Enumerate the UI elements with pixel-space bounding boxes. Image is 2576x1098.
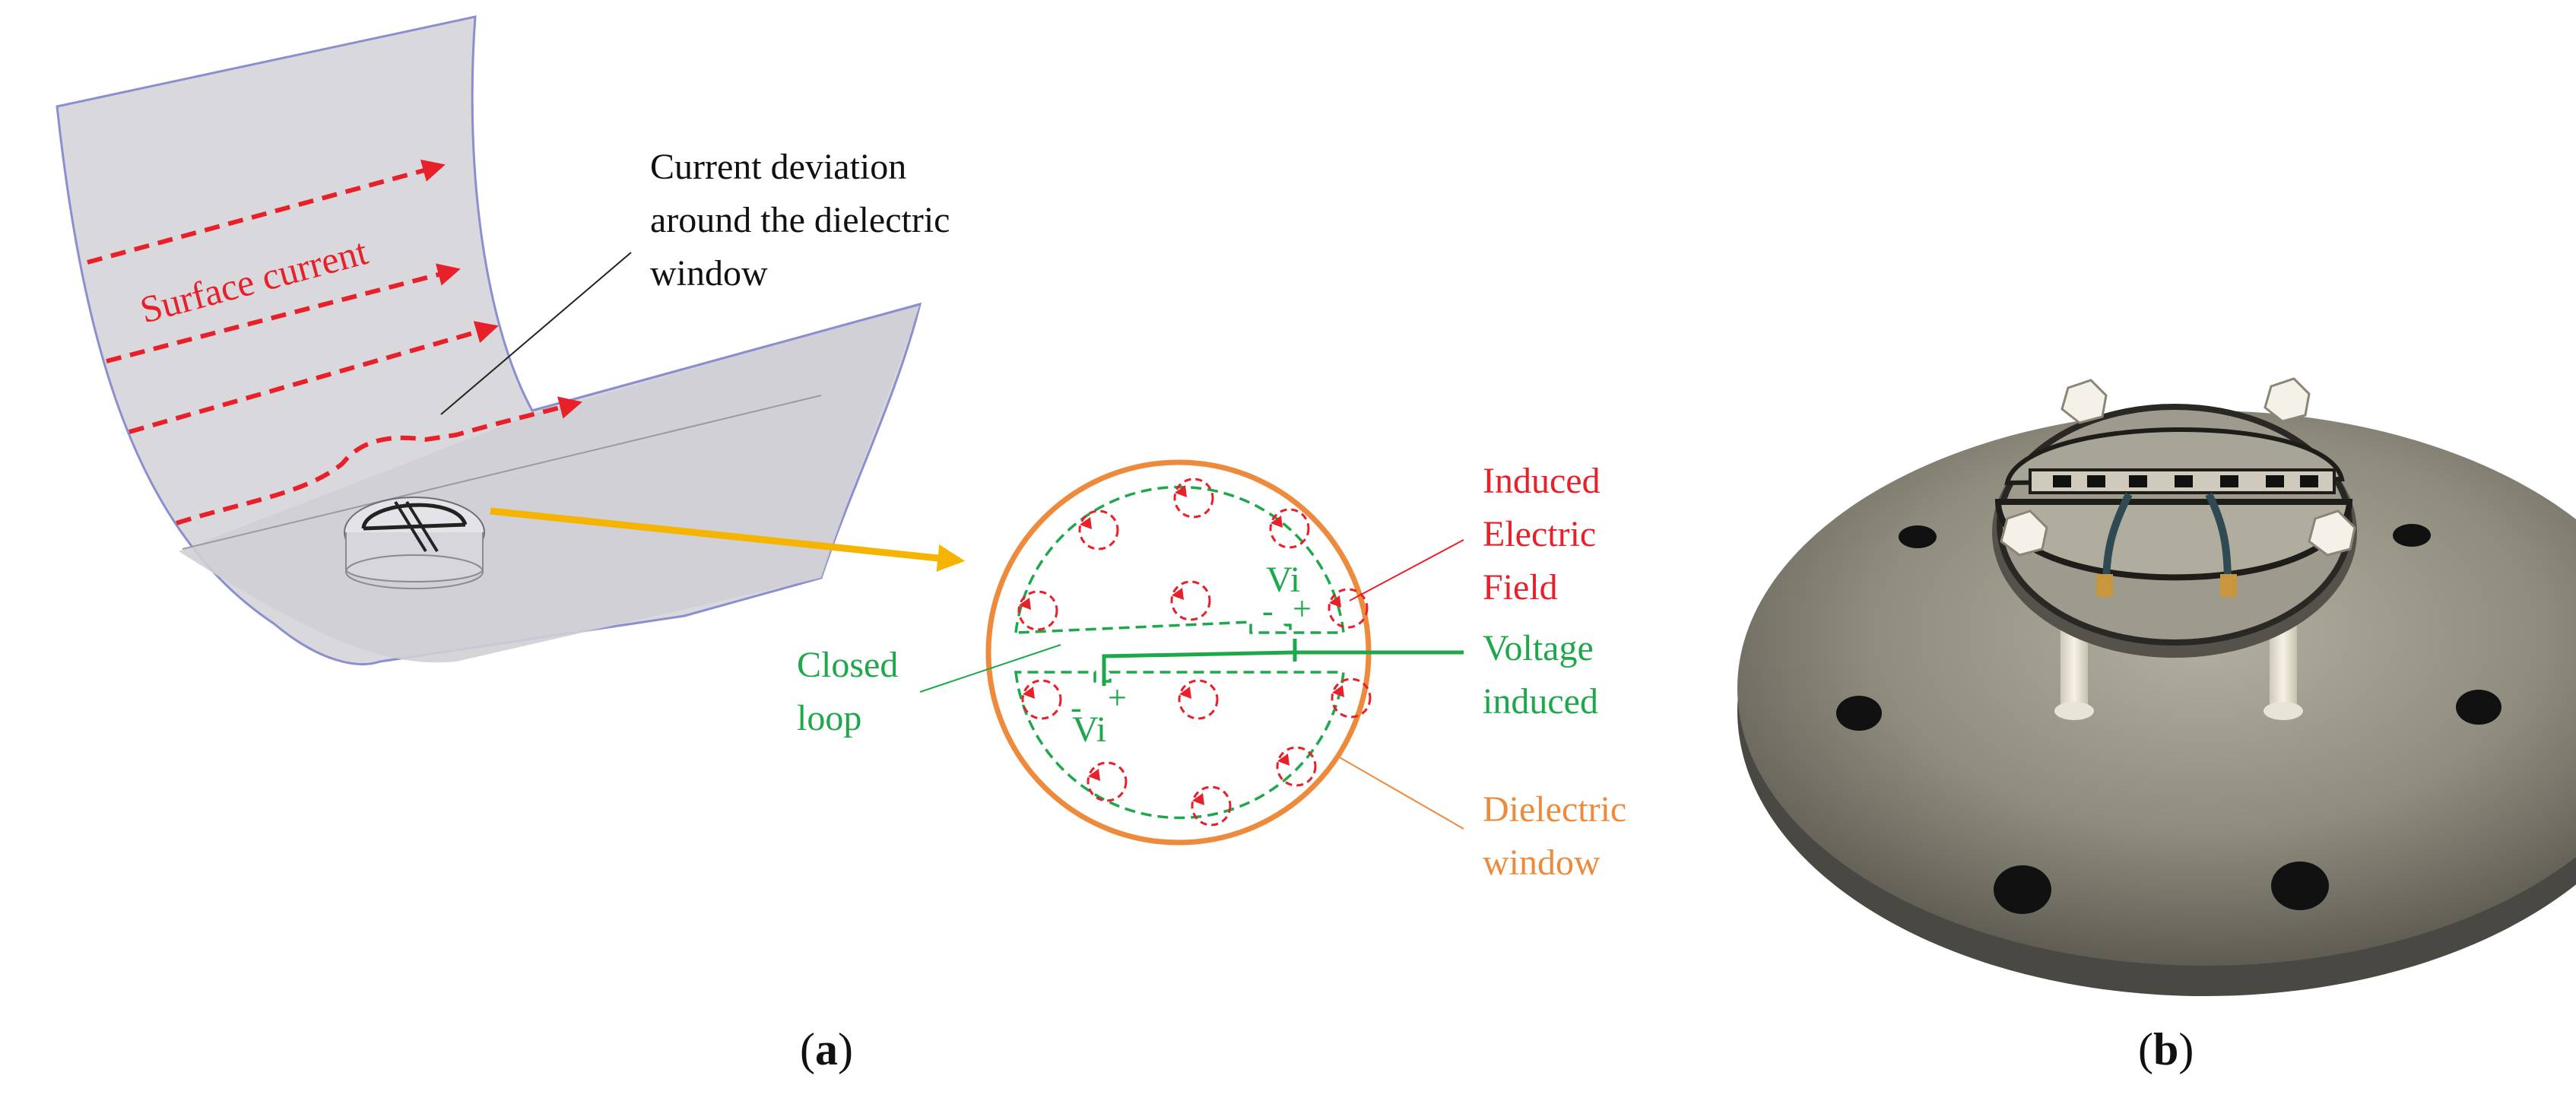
field-swirl [1021, 679, 1062, 720]
nut [2000, 509, 2048, 557]
caption-a: (a) [800, 1024, 853, 1074]
minus-sign-lower: - [1071, 689, 1082, 726]
plus-sign-upper: + [1293, 590, 1312, 627]
plate-hole [1836, 696, 1882, 731]
nylon-nuts [2000, 377, 2356, 557]
field-swirl [1331, 678, 1372, 719]
field-swirl [1191, 785, 1232, 827]
induced-field-line-2: Electric [1483, 514, 1596, 554]
field-swirl [1178, 679, 1219, 720]
plus-sign-lower: + [1108, 679, 1127, 716]
plate-holes [1836, 524, 2501, 914]
induced-field-line-1: Induced [1483, 461, 1600, 501]
plate-hole [1899, 525, 1937, 548]
sheet-seam-line [182, 395, 822, 550]
field-swirl [1269, 508, 1310, 549]
field-swirl [1170, 580, 1211, 621]
nut [2060, 379, 2108, 424]
nut [2264, 377, 2311, 423]
plate-hole [2271, 862, 2329, 910]
induced-field-swirls [1017, 478, 1372, 827]
annotation-line-1: Current deviation [650, 147, 906, 187]
voltage-induced-line-2: induced [1483, 681, 1598, 722]
cable-right [2205, 492, 2232, 586]
plate-hole [2393, 524, 2431, 547]
field-swirl [1328, 588, 1369, 629]
annotation-line-2: around the dielectric [650, 200, 950, 240]
connector-right [2220, 574, 2237, 597]
closed-loop-line-1: Closed [797, 645, 898, 685]
dielectric-window-line-2: window [1483, 843, 1600, 883]
photo-b [1737, 377, 2576, 996]
field-swirl [1087, 761, 1128, 802]
connector-left [2096, 574, 2113, 597]
vi-label-lower: Vi [1072, 709, 1106, 750]
sheet-edge-right [531, 303, 921, 412]
caption-b-open: ( [2138, 1024, 2153, 1074]
field-swirl [1173, 478, 1214, 519]
window-detail: Vi - + Vi - + [919, 459, 1464, 846]
sheet-window [344, 497, 485, 589]
voltage-induced-label: Voltage induced [1483, 628, 1598, 722]
current-arrow [87, 159, 446, 265]
caption-b-close: ) [2178, 1024, 2194, 1074]
voltage-lead-line [1102, 650, 1296, 686]
swirl-arrowheads [1019, 485, 1344, 805]
zoom-pointer-arrow [490, 507, 966, 572]
surface-current-arrows [87, 159, 582, 525]
caption-a-close: ) [838, 1024, 853, 1074]
induced-field-leader [1349, 539, 1464, 601]
annotation-leader-line [440, 252, 632, 415]
plate-hole [1994, 865, 2051, 914]
annotation-line-3: window [650, 253, 768, 294]
closed-loop-path [1014, 485, 1345, 820]
flange-plate [1737, 411, 2576, 966]
dielectric-window-label: Dielectric window [1483, 789, 1626, 883]
field-swirl [1017, 590, 1058, 631]
deviation-annotation: Current deviation around the dielectric … [650, 147, 950, 294]
caption-b: (b) [2138, 1024, 2194, 1074]
cable-left [2102, 492, 2133, 586]
induced-field-line-3: Field [1483, 567, 1558, 608]
induced-field-label: Induced Electric Field [1483, 461, 1600, 608]
curved-sheet-drawing [56, 15, 966, 665]
voltage-induced-line-1: Voltage [1483, 628, 1594, 668]
caption-a-letter: a [815, 1024, 838, 1074]
caption-a-open: ( [800, 1024, 815, 1074]
dielectric-window-line-1: Dielectric [1483, 789, 1626, 830]
field-swirl [1078, 509, 1119, 551]
caption-b-letter: b [2153, 1024, 2178, 1074]
dielectric-window-leader [1337, 756, 1464, 830]
plate-hole [2456, 690, 2501, 725]
vi-label-upper: Vi [1266, 560, 1300, 600]
nut [2308, 509, 2356, 557]
current-arrow [128, 321, 499, 434]
closed-loop-label: Closed loop [797, 645, 898, 738]
closed-loop-line-2: loop [797, 698, 861, 738]
current-arrow-deviated [176, 396, 582, 525]
closed-loop-leader [919, 644, 1061, 693]
field-swirl [1276, 746, 1317, 787]
minus-sign-upper: - [1262, 592, 1274, 630]
strip-gaps [2053, 475, 2318, 487]
current-arrow [106, 263, 461, 363]
